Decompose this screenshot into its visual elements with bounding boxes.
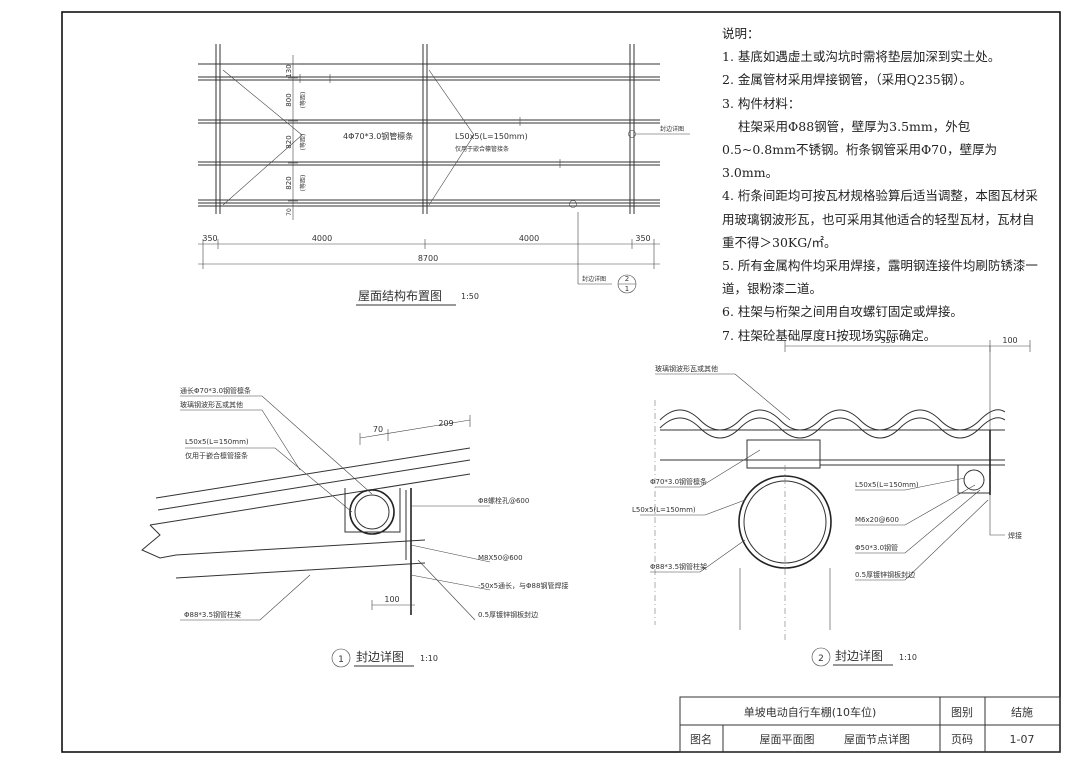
plan-scale: 1:50 xyxy=(461,292,479,301)
note-item: 3. 构件材料： xyxy=(722,95,801,111)
detail2-title: 封边详图 xyxy=(835,648,883,663)
plan-label-angle-note: 仅用于嵌合檩管接条 xyxy=(455,145,509,153)
plan-dim-350-left: 350 xyxy=(202,234,217,243)
plan-dim-350-right: 350 xyxy=(635,234,650,243)
detail2-label-tile: 玻璃钢波形瓦或其他 xyxy=(655,364,718,373)
detail1-callout-number: 1 xyxy=(338,655,344,665)
note-item: 7. 柱架砼基础厚度H按现场实际确定。 xyxy=(722,327,937,343)
plan-spacing-note-1: (等距) xyxy=(299,92,307,109)
detail1-scale: 1:10 xyxy=(420,654,438,663)
plan-drawing xyxy=(198,44,690,294)
detail1-label-column: Φ88*3.5钢管柱架 xyxy=(184,610,241,619)
detail1-label-bolt: M8X50@600 xyxy=(478,554,523,562)
detail2-dim-350: 350 xyxy=(880,336,895,345)
plan-callout-bottom: 1 xyxy=(625,285,629,293)
detail-1-drawing xyxy=(141,395,491,668)
titleblock-page-value: 1-07 xyxy=(1010,733,1035,746)
notes-panel: 说明： 1. 基底如遇虚土或沟坑时需将垫层加深到实土处。 2. 金属管材采用焊接… xyxy=(722,22,1040,347)
note-item: 5. 所有金属构件均采用焊接，露明钢连接件均刷防锈漆一道，银粉漆二道。 xyxy=(722,258,1038,297)
detail2-callout-number: 2 xyxy=(818,654,824,664)
plan-dim-4000-right: 4000 xyxy=(519,234,539,243)
detail1-label-angle: L50x5(L=150mm) xyxy=(185,438,249,446)
titleblock-name-value-1: 屋面平面图 xyxy=(760,733,815,746)
detail1-label-angle-note: 仅用于嵌合檩管接条 xyxy=(185,451,248,460)
plan-label-purlin: 4Φ70*3.0钢管檩条 xyxy=(343,131,413,141)
plan-dim-4000-left: 4000 xyxy=(312,234,332,243)
titleblock-page-label: 页码 xyxy=(951,733,973,746)
detail2-label-tube: Φ50*3.0钢管 xyxy=(855,543,898,552)
plan-spacing-note-3: (等距) xyxy=(299,175,307,192)
titleblock-category-label: 图别 xyxy=(951,706,973,719)
plan-ref-top: 封边详图 xyxy=(660,125,684,133)
plan-dim-70: 70 xyxy=(286,208,293,216)
detail2-label-angle-right: L50x5(L=150mm) xyxy=(855,481,919,489)
detail1-label-tile: 玻璃钢波形瓦或其他 xyxy=(180,400,243,409)
plan-spacing-note-2: (等距) xyxy=(299,134,307,151)
plan-dim-800: 800 xyxy=(285,93,293,106)
plan-dim-130: 130 xyxy=(285,64,293,77)
detail2-label-purlin: Φ70*3.0钢管檩条 xyxy=(650,477,707,486)
detail2-label-screw: M6x20@600 xyxy=(855,516,899,524)
detail2-label-weld: 焊接 xyxy=(1008,531,1022,540)
titleblock-name-label: 图名 xyxy=(690,732,712,746)
plan-label-angle: L50x5(L=150mm) xyxy=(455,132,528,141)
note-item: 1. 基底如遇虚土或沟坑时需将垫层加深到实土处。 xyxy=(722,49,1001,65)
detail1-title: 封边详图 xyxy=(356,649,404,664)
detail2-dim-100: 100 xyxy=(1002,336,1017,345)
detail-2-drawing xyxy=(640,340,1031,667)
plan-dim-820-a: 820 xyxy=(285,135,293,148)
sheet-border xyxy=(61,11,1061,753)
detail1-label-purlin: 通长Φ70*3.0钢管檩条 xyxy=(180,386,251,395)
notes-heading: 说明： xyxy=(722,26,760,41)
detail1-label-flat-bar: -50x5通长，与Φ88钢管焊接 xyxy=(478,581,568,590)
note-item: 2. 金属管材采用焊接钢管，（采用Q235钢）。 xyxy=(722,72,973,88)
detail1-dim-70: 70 xyxy=(373,425,383,434)
detail2-label-fascia: 0.5厚镀锌钢板封边 xyxy=(855,570,915,579)
plan-ref-bottom: 封边详图 xyxy=(582,275,606,283)
plan-callout-top: 2 xyxy=(625,275,629,283)
detail1-label-bolt-hole: Φ8螺栓孔@600 xyxy=(478,496,529,505)
detail2-label-angle-left: L50x5(L=150mm) xyxy=(632,506,696,514)
plan-dim-total: 8700 xyxy=(418,254,438,263)
note-item: 4. 桁条间距均可按瓦材规格验算后适当调整，本图瓦材采用玻璃钢波形瓦，也可采用其… xyxy=(722,188,1038,250)
detail1-label-fascia: 0.5厚镀锌钢板封边 xyxy=(478,610,538,619)
titleblock-project: 单坡电动自行车棚(10车位) xyxy=(744,705,877,719)
plan-dim-820-b: 820 xyxy=(285,176,293,189)
titleblock-name-value-2: 屋面节点详图 xyxy=(844,732,910,746)
detail1-dim-100: 100 xyxy=(384,595,399,604)
titleblock-category-value: 结施 xyxy=(1011,706,1033,719)
note-item: 柱架采用Φ88钢管，壁厚为3.5mm，外包0.5~0.8mm不锈钢。桁条钢管采用… xyxy=(722,118,998,181)
plan-title: 屋面结构布置图 xyxy=(358,288,442,303)
detail1-dim-209: 209 xyxy=(438,419,453,428)
detail2-scale: 1:10 xyxy=(899,653,917,662)
detail2-label-column: Φ88*3.5钢管柱架 xyxy=(650,562,707,571)
title-block xyxy=(679,696,1061,753)
note-item: 6. 柱架与桁架之间用自攻螺钉固定或焊接。 xyxy=(722,304,963,320)
